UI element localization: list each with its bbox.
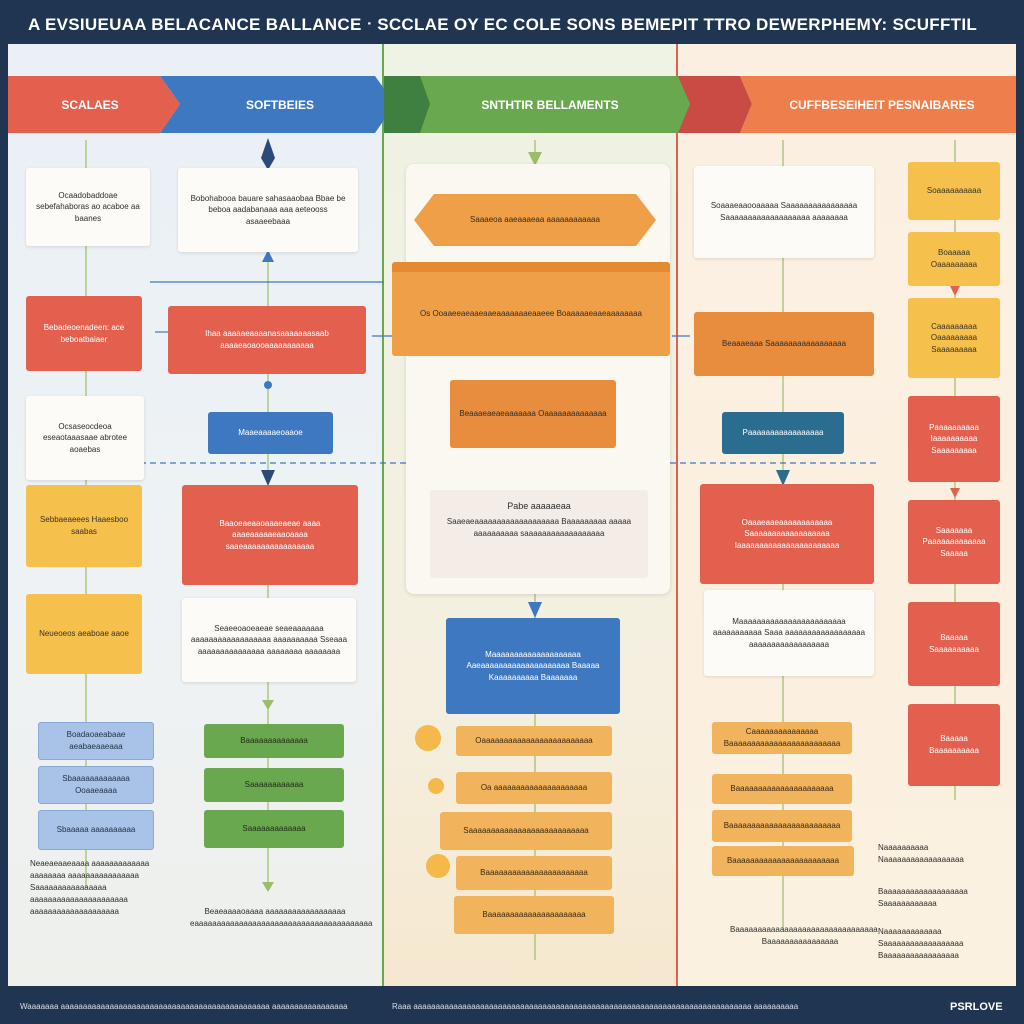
side-note: Naaaaaaaaaa Naaaaaaaaaaaaaaaaaa xyxy=(878,843,964,864)
panel-divider xyxy=(676,44,678,986)
band-label-synthetic: SNTHTIR BELLAMENTS xyxy=(481,97,619,112)
band-label-softbeies: SOFTBEIES xyxy=(245,97,314,112)
footer-right-text: Raaa aaaaaaaaaaaaaaaaaaaaaaaaaaaaaaaaaaa… xyxy=(392,1002,799,1011)
panel-divider xyxy=(382,44,384,986)
red-box: Saaaaaaa Paaaaaaaaaaaaa Saaaaa xyxy=(908,500,1000,584)
arrowhead xyxy=(261,470,275,486)
step-item: Baaaaaaaaaaaaaaaaaaaaaaaa xyxy=(712,846,854,876)
red-box: Baaoeaeaaoaaaeaeae aaaa aaaeaaaaaeaaoaaa… xyxy=(182,485,358,585)
hex-shape xyxy=(414,194,656,246)
band-shape-darkgreen xyxy=(384,76,430,133)
band-shape-red xyxy=(8,76,180,133)
orange-box: Beaaaeaaa Saaaaaaaaaaaaaaaaa xyxy=(694,312,874,376)
band-shape-blue xyxy=(160,76,395,133)
red-box: Baaaaa Saaaaaaaaaa xyxy=(908,602,1000,686)
step-item: Baaaaaaaaaaaaaaaaaaaaaaa xyxy=(456,856,612,890)
arrowhead xyxy=(528,602,542,618)
list-item: Boadaoaeabaae aeabaeaaeaaa xyxy=(38,722,154,760)
detail-card-body: Saaeaeaaaaaaaaaaaaaaaaaaa Baaaaaaaaa aaa… xyxy=(446,516,632,538)
red-box: Baaaaa Baaaaaaaaaa xyxy=(908,704,1000,786)
diamond-marker xyxy=(261,138,275,170)
orange-banner: Os Ooaaeeaeaaeaaeaaaaaaaeaaeee Boaaaaaea… xyxy=(392,262,670,356)
arrowhead xyxy=(950,286,960,296)
hex-label: Saaaeoa aaeaaaeaa aaaaaaaaaaaa xyxy=(470,215,600,225)
footer-left-text: Waaaaaaa aaaaaaaaaaaaaaaaaaaaaaaaaaaaaaa… xyxy=(20,1002,348,1011)
yellow-box: Neueoeos aeaboae aaoe xyxy=(26,594,142,674)
step-item: Oa aaaaaaaaaaaaaaaaaaaaa xyxy=(456,772,612,804)
band-shape-orange xyxy=(740,76,1016,133)
info-card: Maaaaaaaaaaaaaaaaaaaaaaaa aaaaaaaaaaa Sa… xyxy=(704,590,874,676)
list-item: Baaaaaaaaaaaaaa xyxy=(204,724,344,758)
info-card: Seaeeoaoeaeae seaeaaaaaaa aaaaaaaaaaaaaa… xyxy=(182,598,356,682)
red-box: Ihaa aaaaaeaaaanasaaaaaaasaab aaaaeaoaoo… xyxy=(168,306,366,374)
detail-card-title: Pabe aaaaaeaa xyxy=(507,501,571,511)
step-item: Oaaaaaaaaaaaaaaaaaaaaaaaaa xyxy=(456,726,612,756)
bottom-note: Beaeaaaaoaaaa aaaaaaaaaaaaaaaaaa eaaaaaa… xyxy=(190,907,373,928)
yellow-box: Sebbaeaeees Haaesboo saabas xyxy=(26,485,142,567)
side-note: Naaaaaaaaaaaaa Saaaaaaaaaaaaaaaaaa Baaaa… xyxy=(878,927,964,960)
arrowhead xyxy=(262,700,274,710)
sun-icon xyxy=(428,778,444,794)
sun-icon xyxy=(426,854,450,878)
yellow-box: Caaaaaaaaa Oaaaaaaaaa Saaaaaaaaa xyxy=(908,298,1000,378)
page-title: A EVSIUEUAA BELACANCE BALLANCE ᐧ SCCLAE … xyxy=(28,15,978,34)
info-card: Soaaaeaaooaaaaa Saaaaaaaaaaaaaaaa Saaaaa… xyxy=(694,166,874,258)
sun-icon xyxy=(415,725,441,751)
step-item: Baaaaaaaaaaaaaaaaaaaaaa xyxy=(712,774,852,804)
footer-logo: PSRLOVE xyxy=(950,1001,1003,1013)
connector-dot xyxy=(264,381,272,389)
teal-box: Paaaaaaaaaaaaaaaaa xyxy=(722,412,844,454)
band-label-scales: SCALAES xyxy=(61,97,119,112)
red-box: Bebadeoenadeen: ace beboatbaiaer xyxy=(26,296,142,371)
orange-box: Beaaaeaeaeaaaaaaa Oaaaaaaaaaaaaaa xyxy=(450,380,616,448)
info-card: Ocsaseocdeoa eseaotaaasaae abrotee aoaeb… xyxy=(26,396,144,480)
side-note: Baaaaaaaaaaaaaaaaaaa Saaaaaaaaaaaa xyxy=(878,887,968,908)
red-box: Paaaaaaaaaa Iaaaaaaaaaa Saaaaaaaaa xyxy=(908,396,1000,482)
info-card: Bobohabooa bauare sahasaaobaa Bbae be be… xyxy=(178,168,358,252)
blue-box: Maaaaaaaaaaaaaaaaaaaa Aaeaaaaaaaaaaaaaaa… xyxy=(446,618,620,714)
arrowhead xyxy=(262,882,274,892)
info-card: Ocaadobaddoae sebefahaboras ao acaboe aa… xyxy=(26,168,150,246)
list-item: Saaaaaaaaaaaaa xyxy=(204,810,344,848)
band-shape-darkred xyxy=(678,76,752,133)
list-item: Saaaaaaaaaaaa xyxy=(204,768,344,802)
band-shape-green xyxy=(384,76,695,133)
bottom-note: Baaaaaaaaaaaaaaaaaaaaaaaaaaaaaaaa Baaaaa… xyxy=(730,925,878,946)
yellow-box: Soaaaaaaaaaa xyxy=(908,162,1000,220)
band-label-benefits: CUFFBESEIHEIT PESNAIBARES xyxy=(789,97,975,112)
arrowhead xyxy=(528,152,542,166)
step-item: Baaaaaaaaaaaaaaaaaaaaaaaaa xyxy=(712,810,852,842)
yellow-box: Boaaaaa Oaaaaaaaaa xyxy=(908,232,1000,286)
list-item: Sbaaaaa aaaaaaaaaa xyxy=(38,810,154,850)
list-item: Sbaaaaaaaaaaaaa Ooaaeaaaa xyxy=(38,766,154,804)
arrowhead xyxy=(262,250,274,262)
step-item: Caaaaaaaaaaaaaaa Baaaaaaaaaaaaaaaaaaaaaa… xyxy=(712,722,852,754)
arrowhead xyxy=(950,488,960,498)
step-item: Saaaaaaaaaaaaaaaaaaaaaaaaaaa xyxy=(440,812,612,850)
step-item: Baaaaaaaaaaaaaaaaaaaaaa xyxy=(454,896,614,934)
red-box: Oaaaeaaeaaaaaaaaaaaa Saaaaaaaaaaaaaaaaaa… xyxy=(700,484,874,584)
bottom-note: Neaeaeaaeaaaa aaaaaaaaaaaaa aaaaaaaa aaa… xyxy=(30,859,150,916)
blue-box: Maaeaaaaeoaaoe xyxy=(208,412,333,454)
detail-card: Pabe aaaaaeaa Saaeaeaaaaaaaaaaaaaaaaaaa … xyxy=(430,490,648,578)
arrowhead xyxy=(776,470,790,486)
